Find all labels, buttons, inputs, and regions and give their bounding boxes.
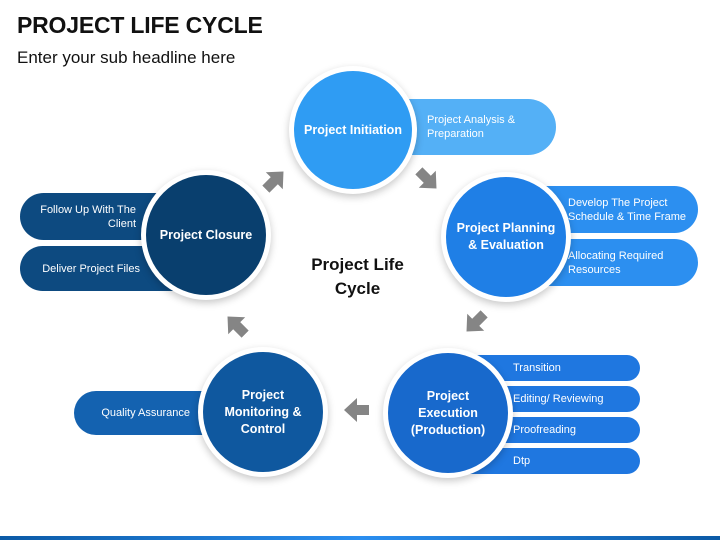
stage-planning: Project Planning & Evaluation bbox=[446, 177, 566, 297]
monitoring-note-text: Quality Assurance bbox=[101, 407, 190, 419]
arrow-down-icon bbox=[466, 310, 488, 332]
arrow-down-right-icon bbox=[415, 167, 437, 189]
closure-note-text-2: Deliver Project Files bbox=[42, 262, 140, 275]
stage-initiation: Project Initiation bbox=[294, 71, 412, 189]
stage-execution: Project Execution (Production) bbox=[388, 353, 508, 473]
execution-note-pill-1: Transition bbox=[465, 355, 640, 381]
execution-note-text-1: Transition bbox=[513, 362, 561, 374]
execution-note-text-3: Proofreading bbox=[513, 424, 576, 436]
stage-planning-label: Project Planning & Evaluation bbox=[456, 221, 556, 252]
initiation-note-text: Project Analysis & Preparation bbox=[427, 114, 516, 140]
bottom-accent-bar bbox=[0, 536, 720, 540]
stage-monitoring-label: Project Monitoring & Control bbox=[224, 387, 302, 436]
arrow-left-icon bbox=[344, 398, 369, 422]
planning-note-text-1: Develop The Project Schedule & Time Fram… bbox=[568, 196, 686, 223]
planning-note-text-2: Allocating Required Resources bbox=[568, 249, 664, 276]
arrow-right-icon bbox=[262, 171, 284, 193]
arrow-up-left-icon bbox=[227, 316, 249, 338]
stage-closure-label: Project Closure bbox=[159, 227, 253, 242]
stage-execution-label: Project Execution (Production) bbox=[410, 388, 486, 437]
stage-closure: Project Closure bbox=[146, 175, 266, 295]
closure-note-text-1: Follow Up With The Client bbox=[40, 203, 136, 230]
execution-note-text-2: Editing/ Reviewing bbox=[513, 393, 604, 405]
execution-note-text-4: Dtp bbox=[513, 455, 531, 467]
stage-initiation-label: Project Initiation bbox=[304, 122, 402, 137]
page-subtitle: Enter your sub headline here bbox=[17, 48, 236, 67]
planning-note-pill-1: Develop The Project Schedule & Time Fram… bbox=[520, 186, 698, 233]
stage-monitoring: Project Monitoring & Control bbox=[203, 352, 323, 472]
execution-note-pill-4: Dtp bbox=[465, 448, 640, 474]
center-label: Project Life Cycle bbox=[311, 255, 404, 298]
page-title: PROJECT LIFE CYCLE bbox=[17, 12, 263, 38]
